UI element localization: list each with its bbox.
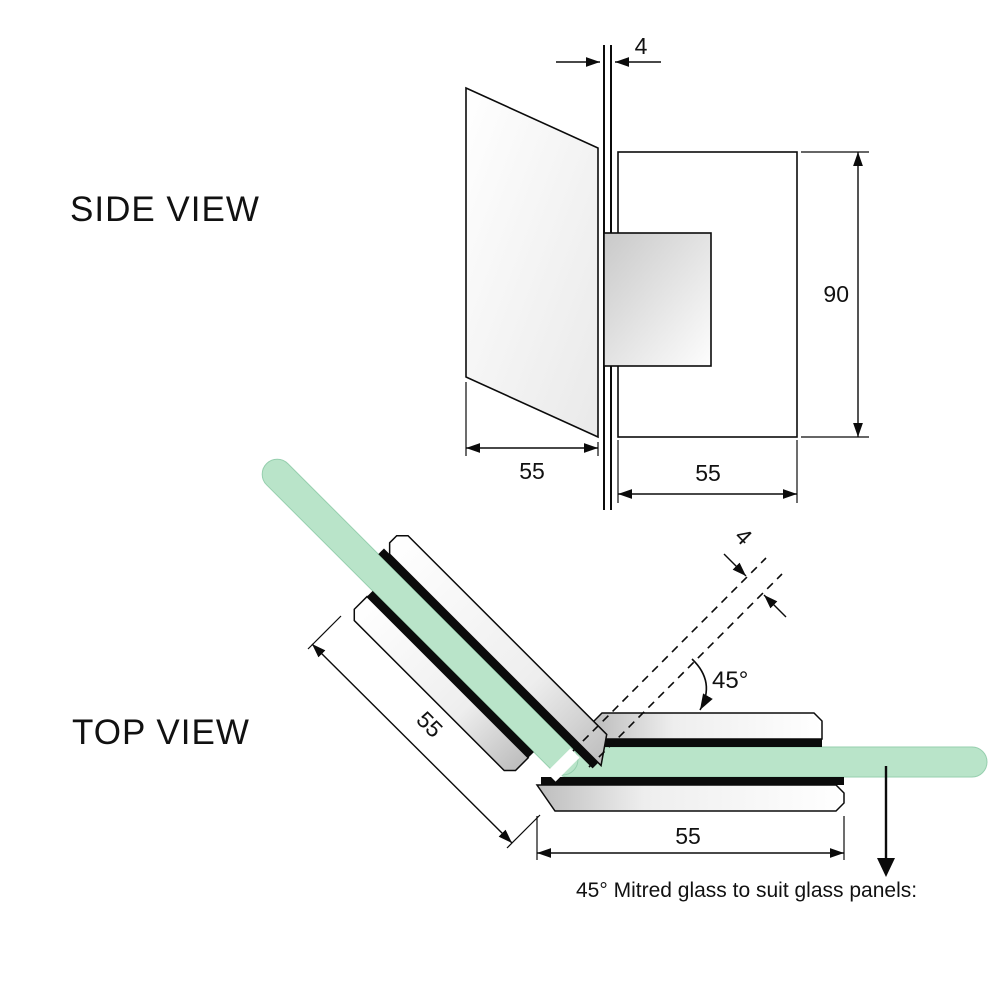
dim-mitregap-arrow-lower <box>763 594 787 618</box>
dim-clamplength-ext-near <box>506 814 541 849</box>
side-glass-panel-angled <box>465 86 599 439</box>
dim-mitregap-label: 4 <box>730 523 758 551</box>
dim-clamplength-line <box>311 643 513 844</box>
dim-thickness-label: 4 <box>635 33 648 59</box>
mitre-dashed-line-b <box>588 573 783 768</box>
note-leader-arrowhead <box>877 858 895 877</box>
side-hinge-block <box>603 232 712 367</box>
dim-platewidth-label: 55 <box>695 460 721 486</box>
clamp-assembly-horizontal <box>536 712 988 812</box>
angle-label: 45° <box>712 667 748 694</box>
mitre-gap-highlight <box>546 748 580 782</box>
top-view-title: TOP VIEW <box>72 713 250 752</box>
dim-platelength-label: 55 <box>675 823 701 849</box>
side-view-title: SIDE VIEW <box>70 190 260 229</box>
dim-glasswidth-label: 55 <box>519 458 545 484</box>
dim-height-label: 90 <box>823 281 849 307</box>
mitre-dashed-line-a <box>572 557 767 752</box>
dim-mitregap-arrow-upper <box>723 553 747 577</box>
dim-clamplength-label: 55 <box>411 706 447 742</box>
note-text: 45° Mitred glass to suit glass panels: <box>576 879 917 902</box>
dim-clamplength-ext-far <box>307 615 342 650</box>
angle-arc <box>691 658 713 711</box>
